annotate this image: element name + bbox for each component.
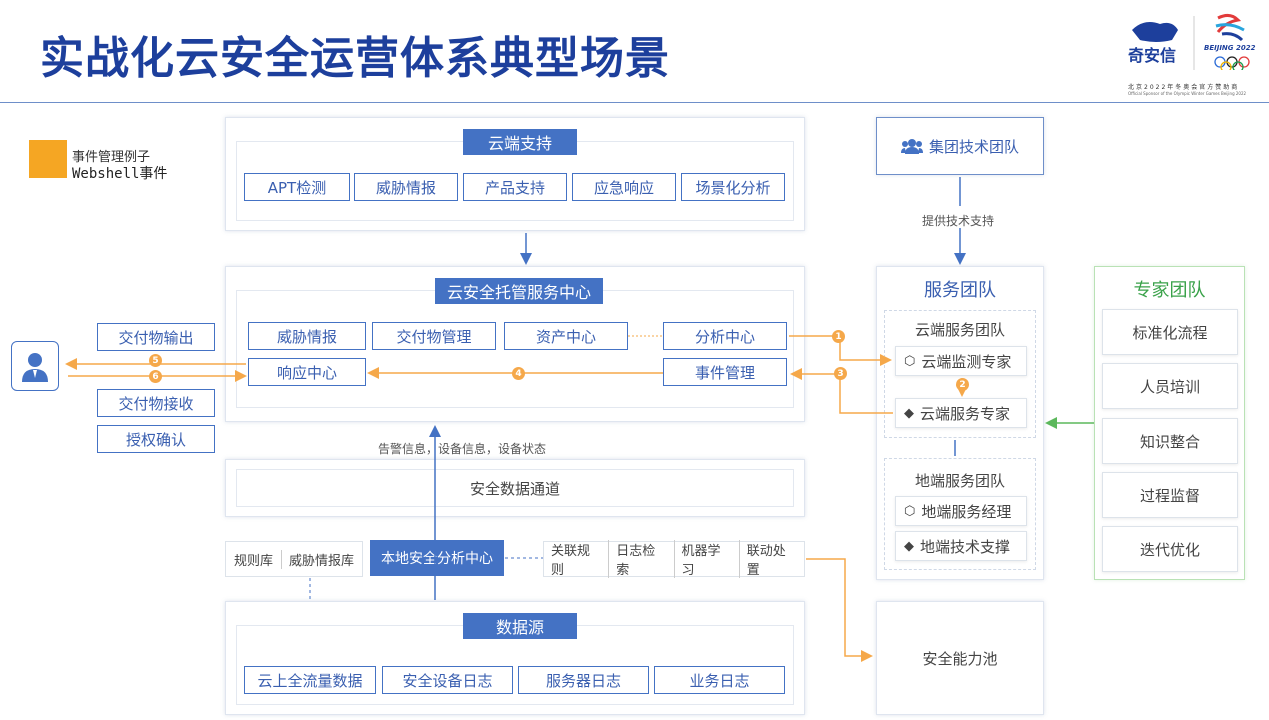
data-channel-inner: 安全数据通道 [236, 469, 794, 507]
step-badge-2: 2 [956, 378, 969, 391]
center-asset[interactable]: 资产中心 [504, 322, 628, 350]
alert-info-label: 告警信息，设备信息，设备状态 [378, 442, 547, 456]
threat-intel-library[interactable]: 威胁情报库 [289, 553, 355, 569]
local-service-team [884, 458, 1036, 570]
arrow-to-pool [806, 558, 873, 662]
cloud-support-header: 云端支持 [463, 129, 577, 155]
center-response[interactable]: 响应中心 [248, 358, 366, 386]
title-divider [0, 102, 1269, 103]
cube-icon: ◆ [904, 538, 914, 554]
brand-logo: 奇安信 BEIJING 2022 北京2022年冬奥会官方赞助商 Officia… [1126, 10, 1266, 98]
local-service-manager[interactable]: ⬡ 地端服务经理 [895, 496, 1027, 526]
rule-library[interactable]: 规则库 [226, 549, 283, 569]
capability-pool[interactable]: 安全能力池 [876, 601, 1044, 715]
step-badge-1: 1 [832, 330, 845, 343]
user-icon [22, 353, 48, 382]
correlation-rules[interactable]: 关联规则 [544, 540, 610, 578]
center-deliverable-mgmt[interactable]: 交付物管理 [372, 322, 496, 350]
step-badge-5: 5 [149, 354, 162, 367]
deliverable-output[interactable]: 交付物输出 [97, 323, 215, 351]
expert-iteration[interactable]: 迭代优化 [1102, 526, 1238, 572]
expert-knowledge[interactable]: 知识整合 [1102, 418, 1238, 464]
cloud-monitor-expert[interactable]: ⬡ 云端监测专家 [895, 346, 1027, 376]
legend-swatch [29, 140, 67, 178]
ds-server-log[interactable]: 服务器日志 [518, 666, 649, 694]
shield-icon: ⬡ [904, 353, 916, 369]
service-team-title: 服务团队 [924, 280, 996, 301]
datasource-header: 数据源 [463, 613, 577, 639]
local-service-manager-label: 地端服务经理 [921, 502, 1012, 521]
ds-security-device-log[interactable]: 安全设备日志 [382, 666, 513, 694]
cloud-item-scenario-analysis[interactable]: 场景化分析 [681, 173, 785, 201]
expert-team-title: 专家团队 [1133, 280, 1206, 301]
ds-business-log[interactable]: 业务日志 [654, 666, 785, 694]
group-tech-team-label: 集团技术团队 [928, 137, 1019, 156]
local-tech-support-label: 地端技术支撑 [920, 537, 1011, 556]
step-badge-3: 3 [834, 367, 847, 380]
ds-cloud-traffic[interactable]: 云上全流量数据 [244, 666, 376, 694]
shield-icon: ⬡ [904, 503, 916, 519]
authorization-confirm[interactable]: 授权确认 [97, 425, 215, 453]
cube-icon: ◆ [904, 405, 914, 421]
local-left-group: 规则库 威胁情报库 [225, 541, 363, 577]
center-event-mgmt[interactable]: 事件管理 [663, 358, 787, 386]
local-service-team-title: 地端服务团队 [914, 472, 1005, 490]
cloud-item-product-support[interactable]: 产品支持 [463, 173, 567, 201]
cloud-item-apt[interactable]: APT检测 [244, 173, 350, 201]
machine-learning[interactable]: 机器学习 [675, 540, 740, 578]
page-title: 实战化云安全运营体系典型场景 [40, 33, 670, 84]
cloud-item-emergency[interactable]: 应急响应 [572, 173, 676, 201]
cloud-monitor-expert-label: 云端监测专家 [921, 352, 1012, 371]
sponsor-cn: 北京2022年冬奥会官方赞助商 [1128, 84, 1240, 91]
log-search[interactable]: 日志检索 [609, 540, 675, 578]
sponsor-en: Official Sponsor of the Olympic Winter G… [1128, 91, 1247, 96]
sponsor-emblem-icon [1132, 13, 1250, 70]
local-tech-support[interactable]: ◆ 地端技术支撑 [895, 531, 1027, 561]
step-badge-6: 6 [149, 370, 162, 383]
legend-line1: 事件管理例子 [72, 150, 151, 165]
local-right-group: 关联规则 日志检索 机器学习 联动处置 [543, 540, 805, 578]
cloud-item-threat-intel[interactable]: 威胁情报 [354, 173, 458, 201]
center-analysis[interactable]: 分析中心 [663, 322, 787, 350]
deliverable-receive[interactable]: 交付物接收 [97, 389, 215, 417]
step-badge-4: 4 [512, 367, 525, 380]
user-avatar[interactable] [11, 341, 59, 391]
cloud-service-expert-label: 云端服务专家 [920, 404, 1011, 423]
brand-name: 奇安信 [1128, 46, 1177, 65]
linked-response[interactable]: 联动处置 [746, 544, 786, 578]
games-name: BEIJING 2022 [1204, 44, 1256, 52]
cloud-service-expert[interactable]: ◆ 云端服务专家 [895, 398, 1027, 428]
team-icon [900, 139, 923, 154]
local-analysis-center[interactable]: 本地安全分析中心 [370, 540, 504, 576]
center-threat-intel[interactable]: 威胁情报 [248, 322, 366, 350]
expert-standard-process[interactable]: 标准化流程 [1102, 309, 1238, 355]
cloud-service-team-title: 云端服务团队 [914, 321, 1005, 339]
tech-support-label: 提供技术支持 [922, 214, 995, 228]
expert-supervision[interactable]: 过程监督 [1102, 472, 1238, 518]
legend-line2: Webshell事件 [72, 166, 168, 182]
service-center-header: 云安全托管服务中心 [435, 278, 603, 304]
expert-training[interactable]: 人员培训 [1102, 363, 1238, 409]
group-tech-team[interactable]: 集团技术团队 [876, 117, 1044, 175]
